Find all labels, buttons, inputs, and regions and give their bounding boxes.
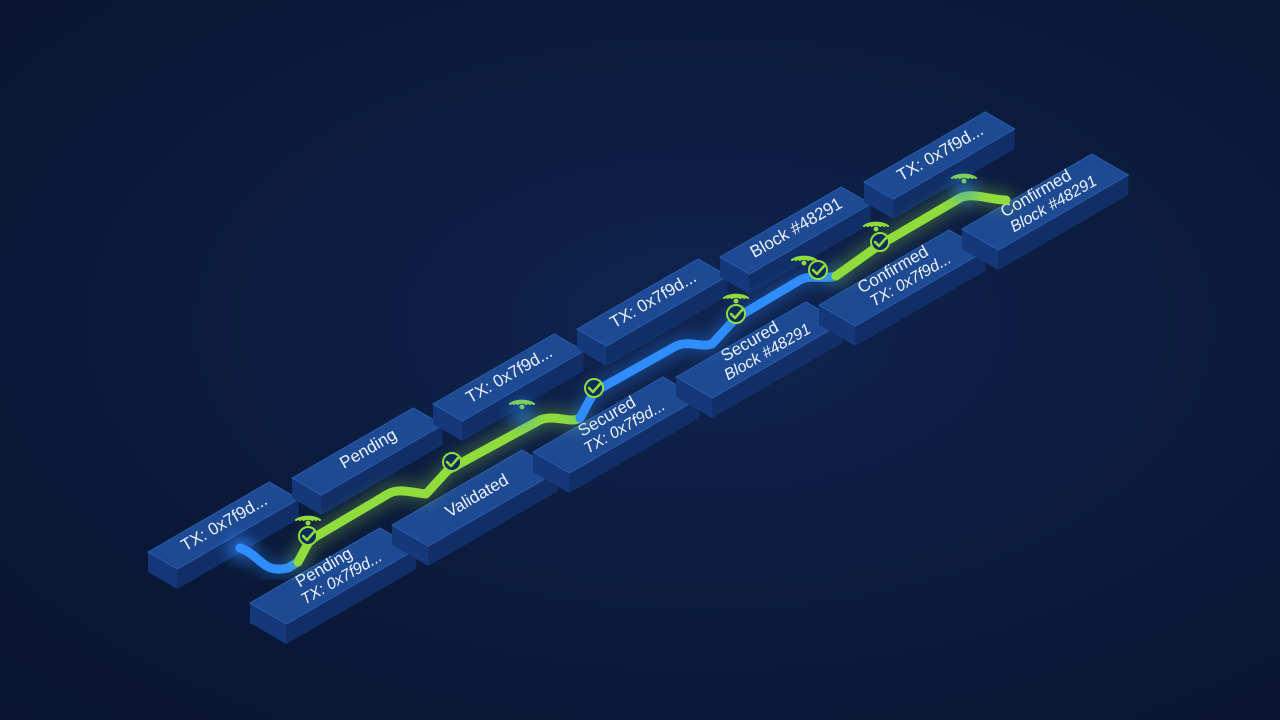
- block-front-face: [749, 204, 871, 294]
- signal-icon: [790, 255, 818, 266]
- block-front-face: [428, 471, 559, 566]
- node-glow: [228, 536, 252, 560]
- block-front-face: [712, 323, 843, 418]
- block-end-face: [864, 182, 894, 219]
- check-icon: [726, 304, 746, 324]
- block-front-face: [855, 251, 986, 346]
- check-icon: [298, 526, 318, 546]
- block-end-face: [433, 404, 463, 441]
- signal-icon: [722, 293, 750, 304]
- block-end-face: [148, 552, 178, 589]
- check-icon: [808, 260, 828, 280]
- check-icon: [442, 452, 462, 472]
- check-icon: [870, 232, 890, 252]
- icons-layer: [228, 173, 978, 560]
- flow-path: [232, 187, 1014, 578]
- block-top-face: [960, 153, 1130, 251]
- check-icon: [584, 378, 604, 398]
- block-end-face: [962, 229, 999, 270]
- signal-icon: [862, 221, 890, 232]
- node-glow: [952, 178, 976, 202]
- block-front-face: [569, 398, 700, 493]
- block-b7: TX: 0x7f9d...: [576, 258, 729, 366]
- block-end-face: [292, 478, 322, 515]
- block-front-face: [462, 351, 584, 441]
- block-end-face: [720, 257, 750, 294]
- flow-path-segment: [293, 413, 585, 567]
- block-front-face: [998, 175, 1129, 270]
- block-front-face: [893, 129, 1015, 219]
- block-end-face: [577, 329, 607, 366]
- block-top-face: [863, 111, 1016, 200]
- block-front-face: [321, 425, 443, 515]
- block-end-face: [392, 525, 429, 566]
- block-front-face: [606, 276, 728, 366]
- block-end-face: [819, 305, 856, 346]
- block-end-face: [533, 452, 570, 493]
- signal-icon: [294, 515, 322, 526]
- block-b4: Validated: [390, 449, 560, 566]
- block-front-face: [286, 549, 417, 644]
- block-end-face: [676, 377, 713, 418]
- block-end-face: [250, 603, 287, 644]
- node-glow: [510, 402, 534, 426]
